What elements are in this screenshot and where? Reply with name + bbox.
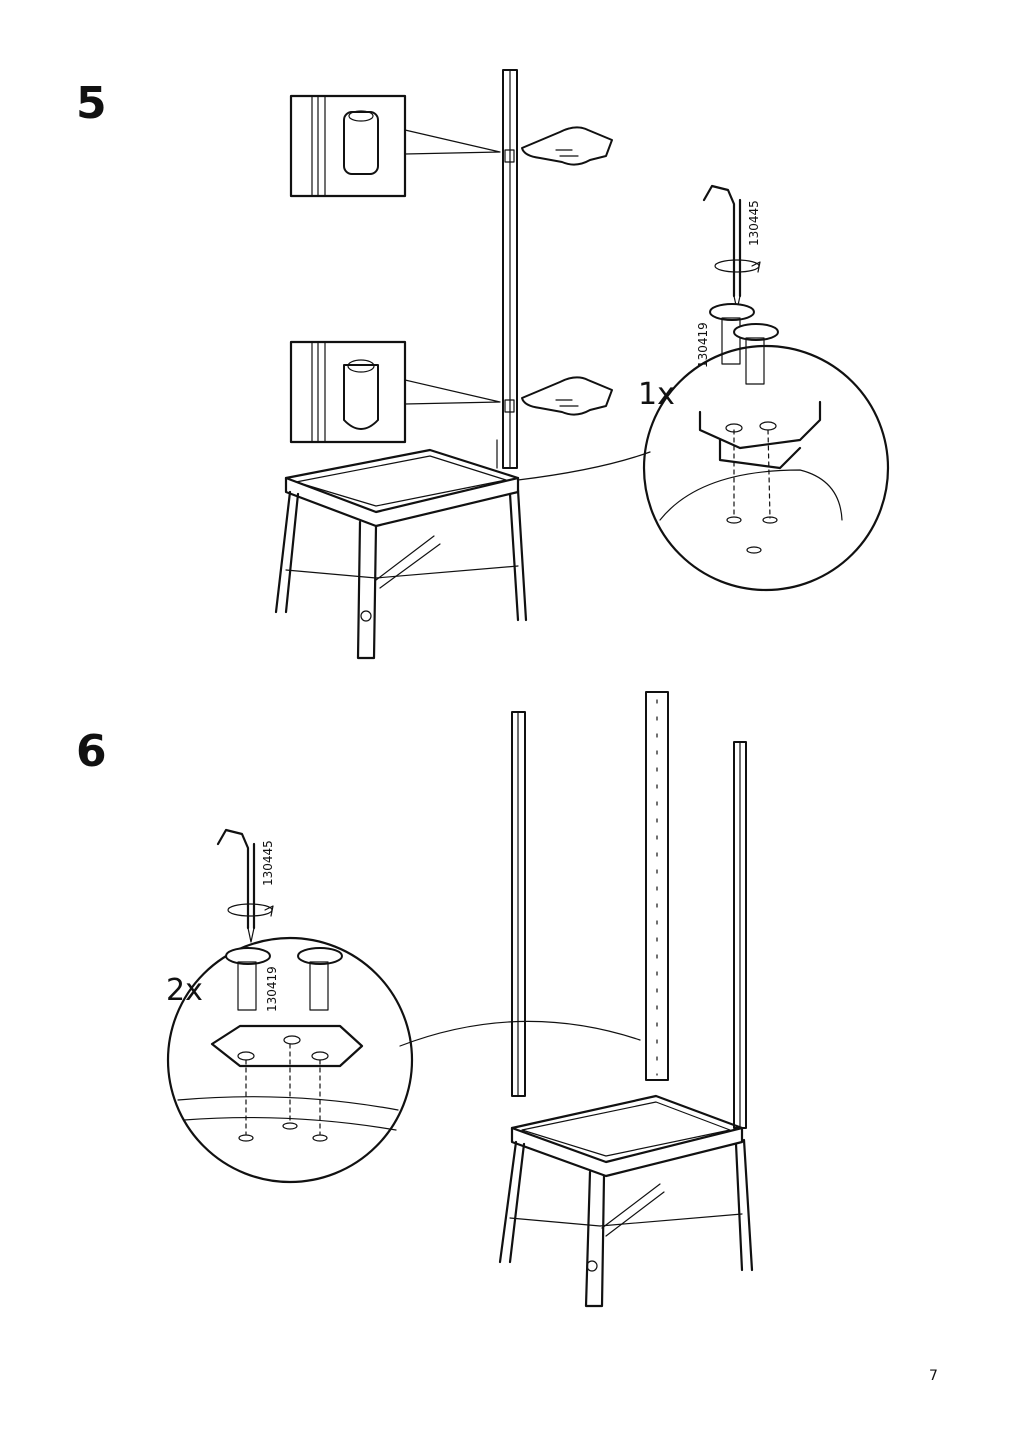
detail-box-bottom	[289, 340, 501, 444]
bolt-icon	[225, 947, 343, 1011]
rotate-arrow-icon	[714, 259, 761, 273]
pointing-hand-icon	[521, 376, 613, 416]
step-5-number: 5	[76, 78, 107, 129]
allen-key-icon	[216, 828, 256, 943]
table-frame	[274, 448, 528, 660]
pointing-hand-icon	[521, 126, 613, 166]
detail-box-top	[289, 94, 501, 198]
vertical-post	[645, 691, 669, 1081]
table-frame	[498, 1094, 754, 1308]
step-6-quantity: 2x	[166, 973, 203, 1008]
magnifier-circle-icon	[517, 344, 890, 592]
step-6-part-bolt: 130419	[265, 966, 279, 1012]
vertical-post	[496, 69, 518, 469]
rotate-arrow-icon	[227, 903, 274, 917]
page-number: 7	[929, 1368, 938, 1384]
vertical-post	[511, 711, 526, 1097]
magnifier-circle-icon	[166, 936, 641, 1184]
vertical-post	[733, 741, 747, 1129]
bolt-icon	[709, 303, 779, 385]
step-6-number: 6	[76, 726, 107, 777]
step-6-part-key: 130445	[261, 840, 275, 886]
step-5-illustration	[274, 69, 890, 660]
step-5-quantity: 1x	[638, 377, 675, 412]
